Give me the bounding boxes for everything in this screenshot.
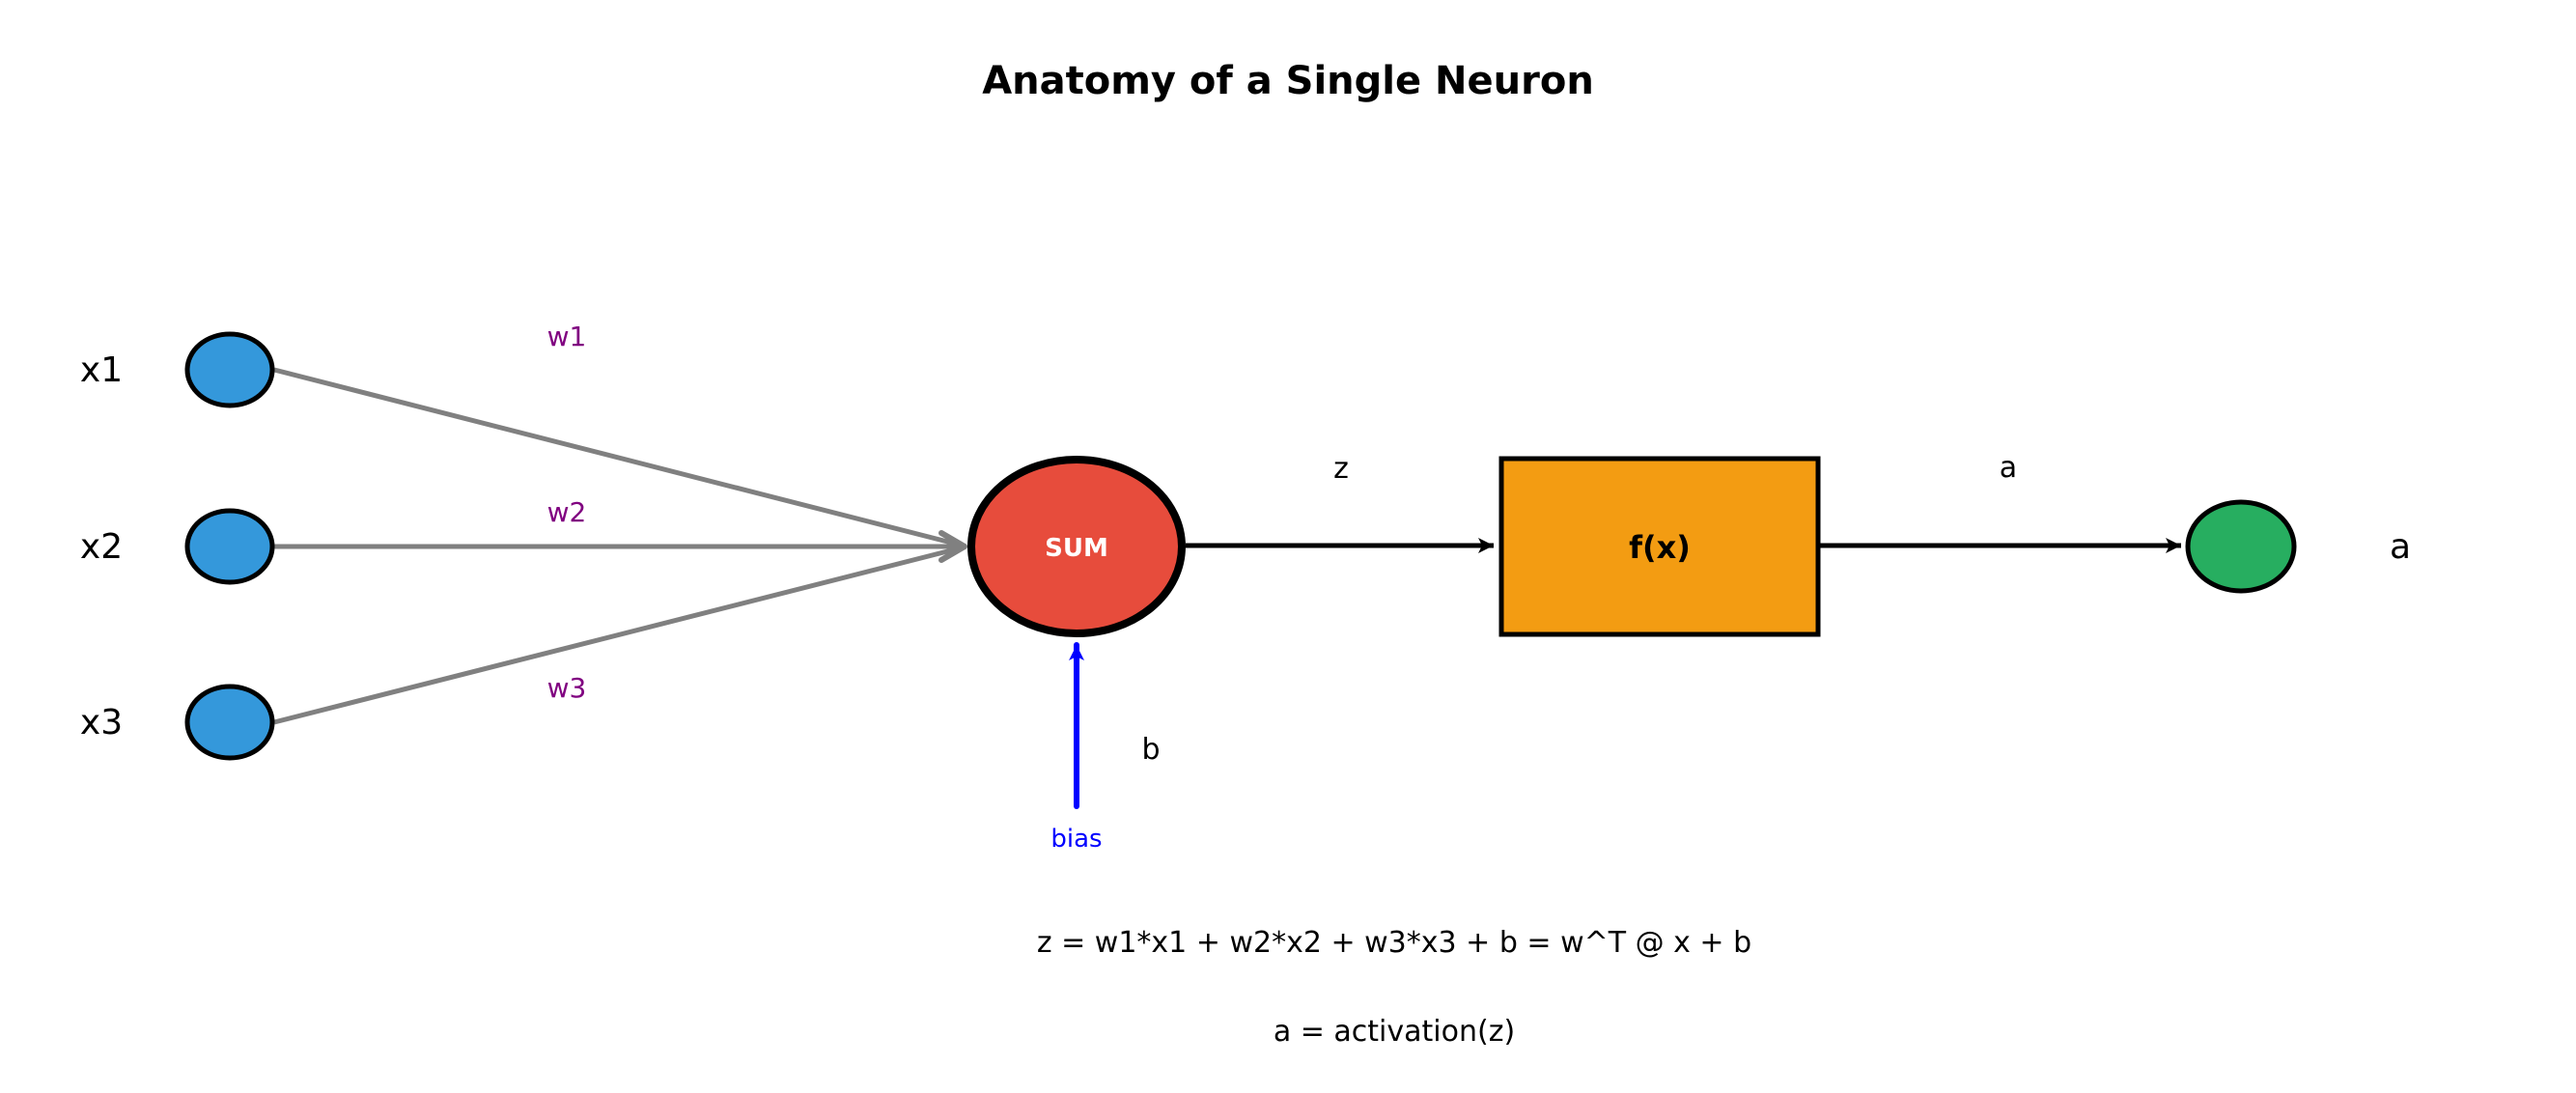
equation-linear-combination: z = w1*x1 + w2*x2 + w3*x3 + b = w^T @ x …: [1037, 926, 1751, 960]
input-node-x2[interactable]: [184, 508, 275, 585]
input-layer: x1 x2 x3: [80, 331, 275, 761]
output-node[interactable]: [2185, 499, 2297, 594]
activation-box-rect[interactable]: [1498, 456, 1821, 637]
input-label-x1: x1: [80, 350, 123, 390]
a-flow-label: a: [2000, 451, 2017, 485]
weight-label-w3: w3: [547, 672, 587, 704]
weight-edge-w1: [273, 367, 964, 548]
diagram-title: Anatomy of a Single Neuron: [982, 59, 1594, 103]
summation-node-circle[interactable]: [967, 456, 1186, 637]
bias-caption: bias: [1050, 825, 1102, 854]
sum-node-label: SUM: [1045, 534, 1108, 563]
output-node-circle[interactable]: [2185, 499, 2297, 594]
bias-input: b bias: [1050, 642, 1161, 854]
edge-arrowhead: [938, 530, 967, 563]
bias-symbol-label: b: [1141, 733, 1160, 767]
equation-activation: a = activation(z): [1274, 1015, 1515, 1049]
sum-node[interactable]: SUM: [967, 456, 1186, 637]
z-label: z: [1333, 452, 1349, 486]
activation-box-label: f(x): [1629, 529, 1691, 566]
activation-function-box[interactable]: f(x): [1498, 456, 1821, 637]
input-node-x3[interactable]: [184, 684, 275, 761]
weighted-edges: [273, 367, 967, 725]
weight-edge-w3: [273, 545, 964, 725]
output-label: a: [2390, 527, 2411, 567]
weight-labels: w1 w2 w3: [547, 321, 587, 704]
input-node-x1[interactable]: [184, 331, 275, 408]
input-node-circle[interactable]: [184, 331, 275, 408]
input-node-circle[interactable]: [184, 684, 275, 761]
input-label-x2: x2: [80, 527, 123, 567]
input-node-circle[interactable]: [184, 508, 275, 585]
weight-label-w2: w2: [547, 496, 587, 528]
weight-label-w1: w1: [547, 321, 587, 352]
input-label-x3: x3: [80, 703, 123, 743]
